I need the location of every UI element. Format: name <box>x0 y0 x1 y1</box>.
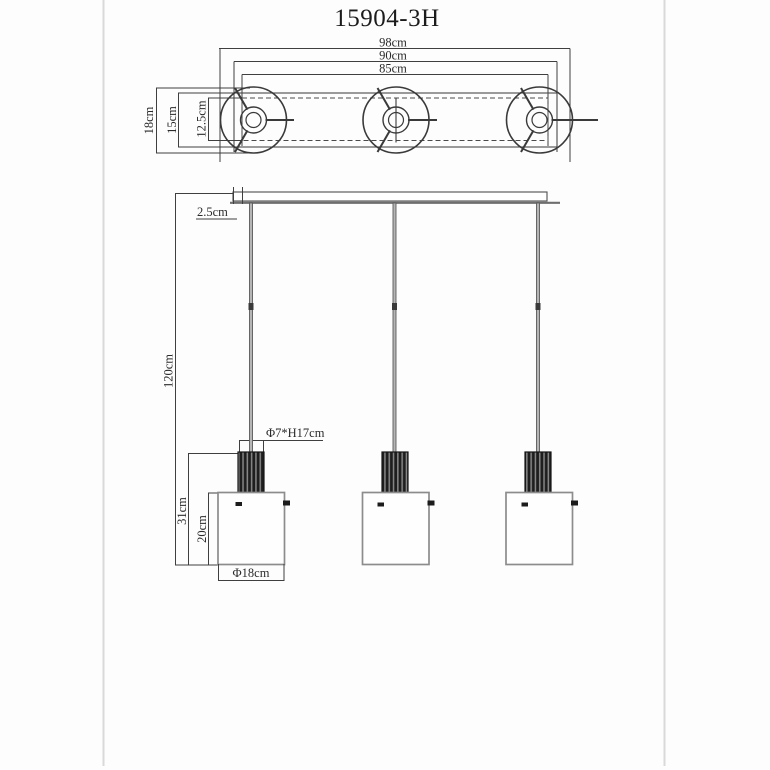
dim-fixture-31cm: 31cm <box>175 453 239 565</box>
socket-ring <box>525 106 554 134</box>
image-frame <box>102 0 666 766</box>
dim-15cm-label: 15cm <box>165 106 179 134</box>
dim-90cm-label: 90cm <box>379 49 407 63</box>
socket-tube <box>381 451 409 494</box>
spoke-upper-left <box>376 87 391 111</box>
pendant-3 <box>505 202 578 566</box>
product-model-title: 15904-3H <box>334 5 439 32</box>
dim-phi18-label: Φ18cm <box>233 566 270 580</box>
socket-hole <box>531 111 548 129</box>
dim-height-15cm: 15cm <box>165 92 234 148</box>
canopy-bar <box>232 191 548 202</box>
screw-right <box>283 500 290 506</box>
dim-canopy-2-5cm: 2.5cm <box>196 205 237 220</box>
top-view: 98cm 90cm 85cm 18cm <box>142 36 598 162</box>
cord-connector <box>248 303 254 310</box>
socket-ring <box>239 106 268 134</box>
screw-right <box>571 500 578 506</box>
socket-hole <box>245 111 262 129</box>
screw-left <box>235 502 242 506</box>
shade-topview-3 <box>505 86 598 154</box>
screw-left <box>377 502 384 507</box>
spoke-upper-left <box>520 87 535 111</box>
spoke-upper-left <box>234 87 249 111</box>
spoke-lower-left <box>520 129 535 153</box>
pendant-1 <box>217 202 290 566</box>
dim-tube-label: Φ7*H17cm <box>266 426 325 440</box>
dim-drop-120cm: 120cm <box>162 193 233 565</box>
cord-connector <box>535 303 541 310</box>
cord-connector <box>392 303 397 310</box>
cord <box>249 202 253 454</box>
dim-height-18cm: 18cm <box>142 87 250 154</box>
dim-31cm-label: 31cm <box>175 497 189 525</box>
dim-shade-diameter-phi18: Φ18cm <box>218 564 285 581</box>
socket-tube <box>524 451 552 494</box>
dim-shade-20cm: 20cm <box>195 492 218 565</box>
cord <box>392 202 397 454</box>
spoke-lower-left <box>376 129 391 153</box>
shade <box>505 491 574 566</box>
screw-right <box>427 500 435 506</box>
shade <box>217 491 286 566</box>
front-view: 2.5cm 120cm 31cm 20cm Φ7*H17cm <box>162 187 578 581</box>
dim-120cm-label: 120cm <box>162 354 176 388</box>
dim-12-5cm-label: 12.5cm <box>195 100 209 137</box>
dim-20cm-label: 20cm <box>195 515 209 543</box>
top-view-bar-hidden-edge <box>241 97 549 141</box>
dim-width-98cm: 98cm <box>219 36 571 162</box>
cord <box>536 202 540 454</box>
screw-left <box>521 502 528 507</box>
dim-98cm-label: 98cm <box>379 36 407 50</box>
dim-18cm-label: 18cm <box>142 106 156 134</box>
shade-topview-1 <box>219 86 294 154</box>
spoke-lower-left <box>234 129 249 153</box>
dim-85cm-label: 85cm <box>379 62 407 76</box>
socket-tube <box>237 451 265 494</box>
shade <box>361 491 430 566</box>
shade-topview-2 <box>362 86 437 154</box>
dim-height-12-5cm: 12.5cm <box>195 97 242 141</box>
pendant-2 <box>361 202 435 566</box>
dim-2-5cm-label: 2.5cm <box>197 205 228 219</box>
